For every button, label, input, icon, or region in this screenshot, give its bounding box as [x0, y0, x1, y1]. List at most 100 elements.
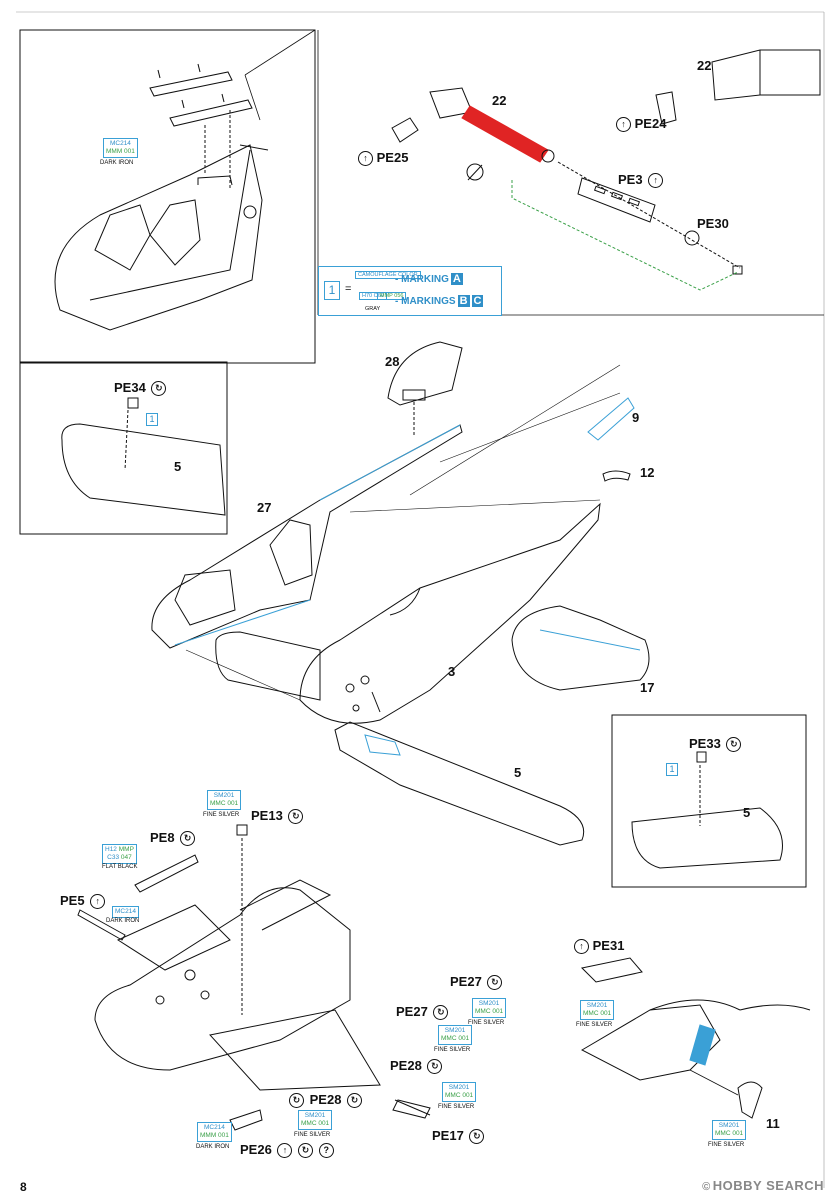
fold-icon: ↑	[648, 173, 664, 189]
part-12	[602, 470, 631, 482]
inset-box-wing-right	[611, 714, 807, 888]
color-name: FINE SILVER	[294, 1132, 331, 1138]
pe5-label: PE5 ↑	[60, 893, 106, 910]
pe17-part	[392, 1099, 431, 1119]
part-number-5-inset-right: 5	[743, 805, 751, 820]
color-name: DARK IRON	[196, 1144, 230, 1150]
wing-upper	[215, 631, 321, 701]
canopy-28	[387, 341, 463, 406]
color-name: FINE SILVER	[576, 1022, 613, 1028]
pe3-label: PE3 ↑	[618, 172, 664, 189]
flip-icon: ↻	[347, 1093, 363, 1109]
pe28-label-a: PE28 ↻	[390, 1058, 443, 1075]
color-name: FINE SILVER	[468, 1020, 505, 1026]
fuselage-lower-assembly	[94, 879, 431, 1116]
flip-icon: ↻	[433, 1005, 449, 1021]
pe26-part	[229, 1109, 263, 1131]
copyright-icon: ©	[702, 1181, 711, 1193]
pe13-part	[236, 824, 248, 836]
pe24-label: ↑ PE24	[614, 116, 666, 133]
flip-icon: ↻	[427, 1059, 443, 1075]
color-name: DARK IRON	[100, 160, 134, 166]
part-number-28: 28	[385, 354, 400, 369]
fold-icon: ↑	[358, 151, 373, 167]
color-callout-pe28: SM201 MMC 001	[442, 1082, 477, 1102]
part-number-27: 27	[257, 500, 272, 515]
legend-color-right: MMP 056	[377, 292, 407, 300]
flip-icon: ↻	[289, 1093, 304, 1109]
wing-right-inset	[631, 807, 783, 869]
pe33-label: PE33 ↻	[689, 736, 742, 753]
pe8-part	[134, 854, 199, 893]
pe5-part	[77, 909, 126, 941]
flip-icon: ↻	[469, 1129, 485, 1145]
tailplane-17	[511, 605, 650, 691]
color-callout-pe27b: SM201 MMC 001	[438, 1025, 473, 1045]
color-name: FINE SILVER	[434, 1047, 471, 1053]
color-callout-flat-black: H12 MMP C33 047	[102, 844, 137, 864]
color-name: FINE SILVER	[708, 1142, 745, 1148]
part-number-5-main: 5	[514, 765, 522, 780]
fuselage-half-27	[151, 424, 463, 649]
color-callout-pe31: SM201 MMC 001	[580, 1000, 615, 1020]
wing-lower-5	[334, 721, 585, 846]
flip-icon: ↻	[726, 737, 742, 753]
pe31-part	[580, 957, 643, 983]
pe30-part	[684, 230, 700, 246]
color-name: DARK IRON	[106, 918, 140, 924]
machine-guns-drawing	[149, 63, 253, 127]
wing-left-inset	[61, 423, 226, 516]
legend-color-left: H70 C60	[359, 292, 387, 300]
legend-equals: =	[345, 283, 352, 295]
pe27-label-b: PE27 ↻	[396, 1004, 449, 1021]
flip-icon: ↻	[487, 975, 503, 991]
pe25-label: ↑ PE25	[356, 150, 408, 167]
color-callout-pe28b: SM201 MMC 001	[298, 1110, 333, 1130]
color-callout-pe26: MC214 MMM 001	[197, 1122, 232, 1142]
pe31-label: ↑ PE31	[572, 938, 624, 955]
color-callout-pe5: MC214	[112, 906, 139, 918]
part-number-22-top: 22	[697, 58, 712, 73]
pe8-label: PE8 ↻	[150, 830, 196, 847]
part-11	[737, 1081, 763, 1119]
legend-number: 1	[324, 281, 340, 300]
fold-icon: ↑	[574, 939, 589, 955]
pe3-jacket	[577, 177, 656, 223]
fuselage-main	[299, 502, 601, 724]
fuselage-front-inset	[54, 144, 269, 331]
watermark: ©HOBBY SEARCH	[702, 1178, 824, 1193]
part-number-9: 9	[632, 410, 640, 425]
pe26-label: PE26 ↑ ↻ ?	[240, 1142, 334, 1159]
color-callout-pe27a: SM201 MMC 001	[472, 998, 507, 1018]
color-name: FLAT BLACK	[102, 864, 138, 870]
pe17-label: PE17 ↻	[432, 1128, 485, 1145]
part-number-5-inset-left: 5	[174, 459, 182, 474]
fold-icon: ↑	[90, 894, 106, 910]
inset-box-wing-left	[19, 361, 228, 535]
fold-icon: ↑	[277, 1143, 293, 1159]
marking-box-left: 1	[146, 413, 158, 426]
legend-color-name: GRAY	[365, 306, 381, 312]
marking-box-right: 1	[666, 763, 678, 776]
color-name: FINE SILVER	[203, 812, 240, 818]
part-22-upper	[711, 49, 821, 101]
color-callout-dark-iron-top: MC214 MMM 001	[103, 138, 138, 158]
part-number-12: 12	[640, 465, 655, 480]
part-number-22-barrel: 22	[492, 93, 507, 108]
part-number-17: 17	[640, 680, 655, 695]
pe13-label: PE13 ↻	[251, 808, 304, 825]
fold-icon: ↑	[616, 117, 631, 133]
color-name: FINE SILVER	[438, 1104, 475, 1110]
flip-icon: ↻	[151, 381, 167, 397]
question-icon: ?	[318, 1143, 334, 1159]
part-22-barrel	[429, 87, 555, 163]
part-number-11: 11	[766, 1116, 780, 1131]
pe28-label-b: ↻ PE28 ↻	[287, 1092, 363, 1109]
pe34-label: PE34 ↻	[114, 380, 167, 397]
pe24-part	[655, 91, 677, 125]
part-9	[587, 397, 635, 441]
pe27-label-a: PE27 ↻	[450, 974, 503, 991]
